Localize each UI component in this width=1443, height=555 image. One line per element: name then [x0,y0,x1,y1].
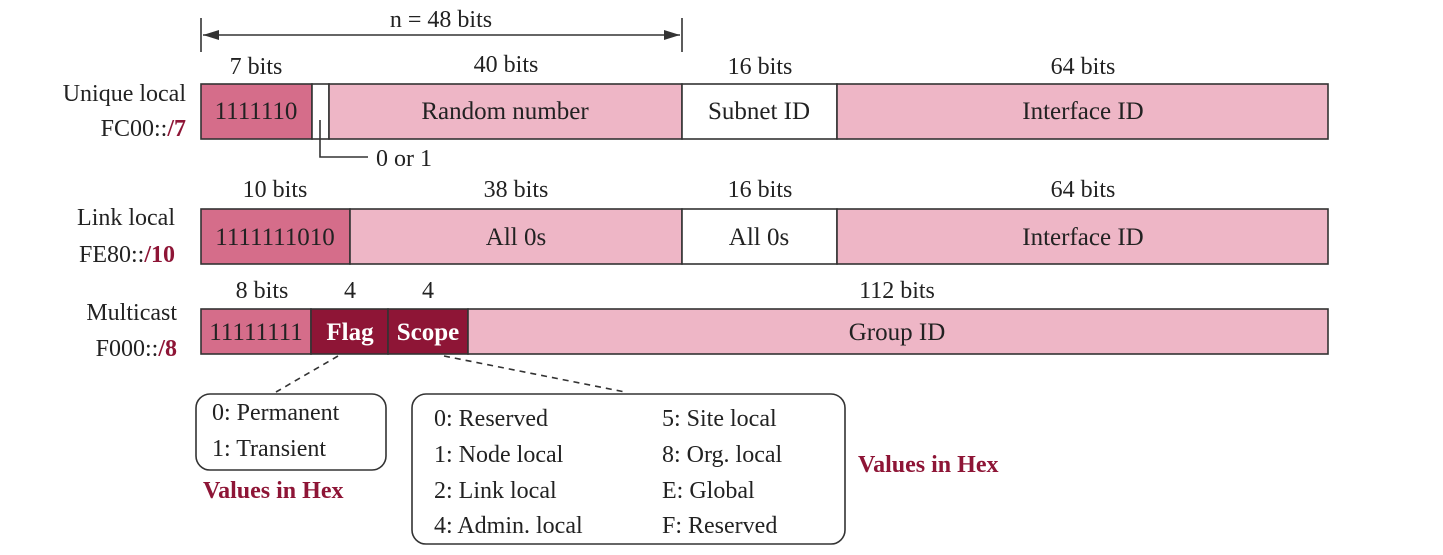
field-multicast-group [467,308,1329,355]
flag-callout-line [275,355,339,393]
flag-values-box: 0: Permanent 1: Transient Values in Hex [195,393,387,504]
row-multicast: Multicast F000::/8 8 bits 4 4 112 bits 1… [86,278,1329,362]
flag-values-frame [195,393,387,471]
field-text-multicast-prefix: 11111111 [209,319,303,346]
field-text-link-interface: Interface ID [1022,224,1143,251]
scope-values-frame [411,393,846,545]
field-link-zeros-1 [349,208,683,265]
bits-label-link-3: 16 bits [728,177,793,203]
arrow-head-left [203,30,219,40]
flag-value-1: 1: Transient [212,436,326,462]
row-prefix-link-local: FE80::/10 [79,242,175,268]
bits-label-multicast-1: 8 bits [236,278,289,304]
field-unique-prefix [200,83,313,140]
row-prefix-multicast: F000::/8 [96,336,177,362]
n-48-bits-span: n = 48 bits [200,7,683,52]
field-text-unique-prefix: 1111110 [215,98,298,125]
row-prefix-unique-local: FC00::/7 [101,116,186,142]
row-link-local: Link local FE80::/10 10 bits 38 bits 16 … [77,177,1329,268]
row-name-multicast: Multicast [86,300,177,326]
bits-label-link-1: 10 bits [243,177,308,203]
field-link-prefix [200,208,351,265]
field-link-interface [836,208,1329,265]
field-text-link-zeros-2: All 0s [729,224,789,251]
scope-values-box: 0: Reserved 1: Node local 2: Link local … [411,393,998,545]
scope-values-caption: Values in Hex [858,452,998,478]
field-multicast-prefix [200,308,312,355]
scope-callout-line [443,355,626,393]
field-multicast-scope [387,308,469,355]
field-text-link-prefix: 1111111010 [215,224,334,251]
row-name-unique-local: Unique local [63,81,187,107]
l-bit-note: 0 or 1 [376,146,432,172]
bits-label-unique-3: 16 bits [728,54,793,80]
field-unique-interface [836,83,1329,140]
bits-label-multicast-3: 4 [422,278,434,304]
arrow-head-right [664,30,680,40]
scope-value-left-1: 0: Reserved [434,406,548,432]
l-bit-callout-line [319,120,368,158]
field-text-unique-subnet: Subnet ID [708,98,810,125]
field-text-unique-random: Random number [421,98,589,125]
n-bits-label: n = 48 bits [390,7,492,33]
field-text-multicast-flag: Flag [326,319,374,346]
field-text-multicast-group: Group ID [849,319,946,346]
scope-value-left-2: 1: Node local [434,442,564,468]
bits-label-multicast-4: 112 bits [859,278,935,304]
bits-label-multicast-2: 4 [344,278,356,304]
scope-value-right-1: 5: Site local [662,406,777,432]
field-text-link-zeros-1: All 0s [486,224,546,251]
field-text-unique-interface: Interface ID [1022,98,1143,125]
bits-label-unique-4: 64 bits [1051,54,1116,80]
row-name-link-local: Link local [77,205,175,231]
scope-value-left-3: 2: Link local [434,478,557,504]
scope-value-right-2: 8: Org. local [662,442,783,468]
row-unique-local: Unique local FC00::/7 7 bits 40 bits 16 … [63,52,1329,172]
bits-label-unique-1: 7 bits [230,54,283,80]
bits-label-unique-2: 40 bits [474,52,539,78]
bits-label-link-4: 64 bits [1051,177,1116,203]
scope-value-left-4: 4: Admin. local [434,513,583,539]
flag-value-0: 0: Permanent [212,400,340,426]
scope-value-right-3: E: Global [662,478,755,504]
scope-value-right-4: F: Reserved [662,513,777,539]
bits-label-link-2: 38 bits [484,177,549,203]
field-text-multicast-scope: Scope [397,319,460,346]
flag-values-caption: Values in Hex [203,478,343,504]
